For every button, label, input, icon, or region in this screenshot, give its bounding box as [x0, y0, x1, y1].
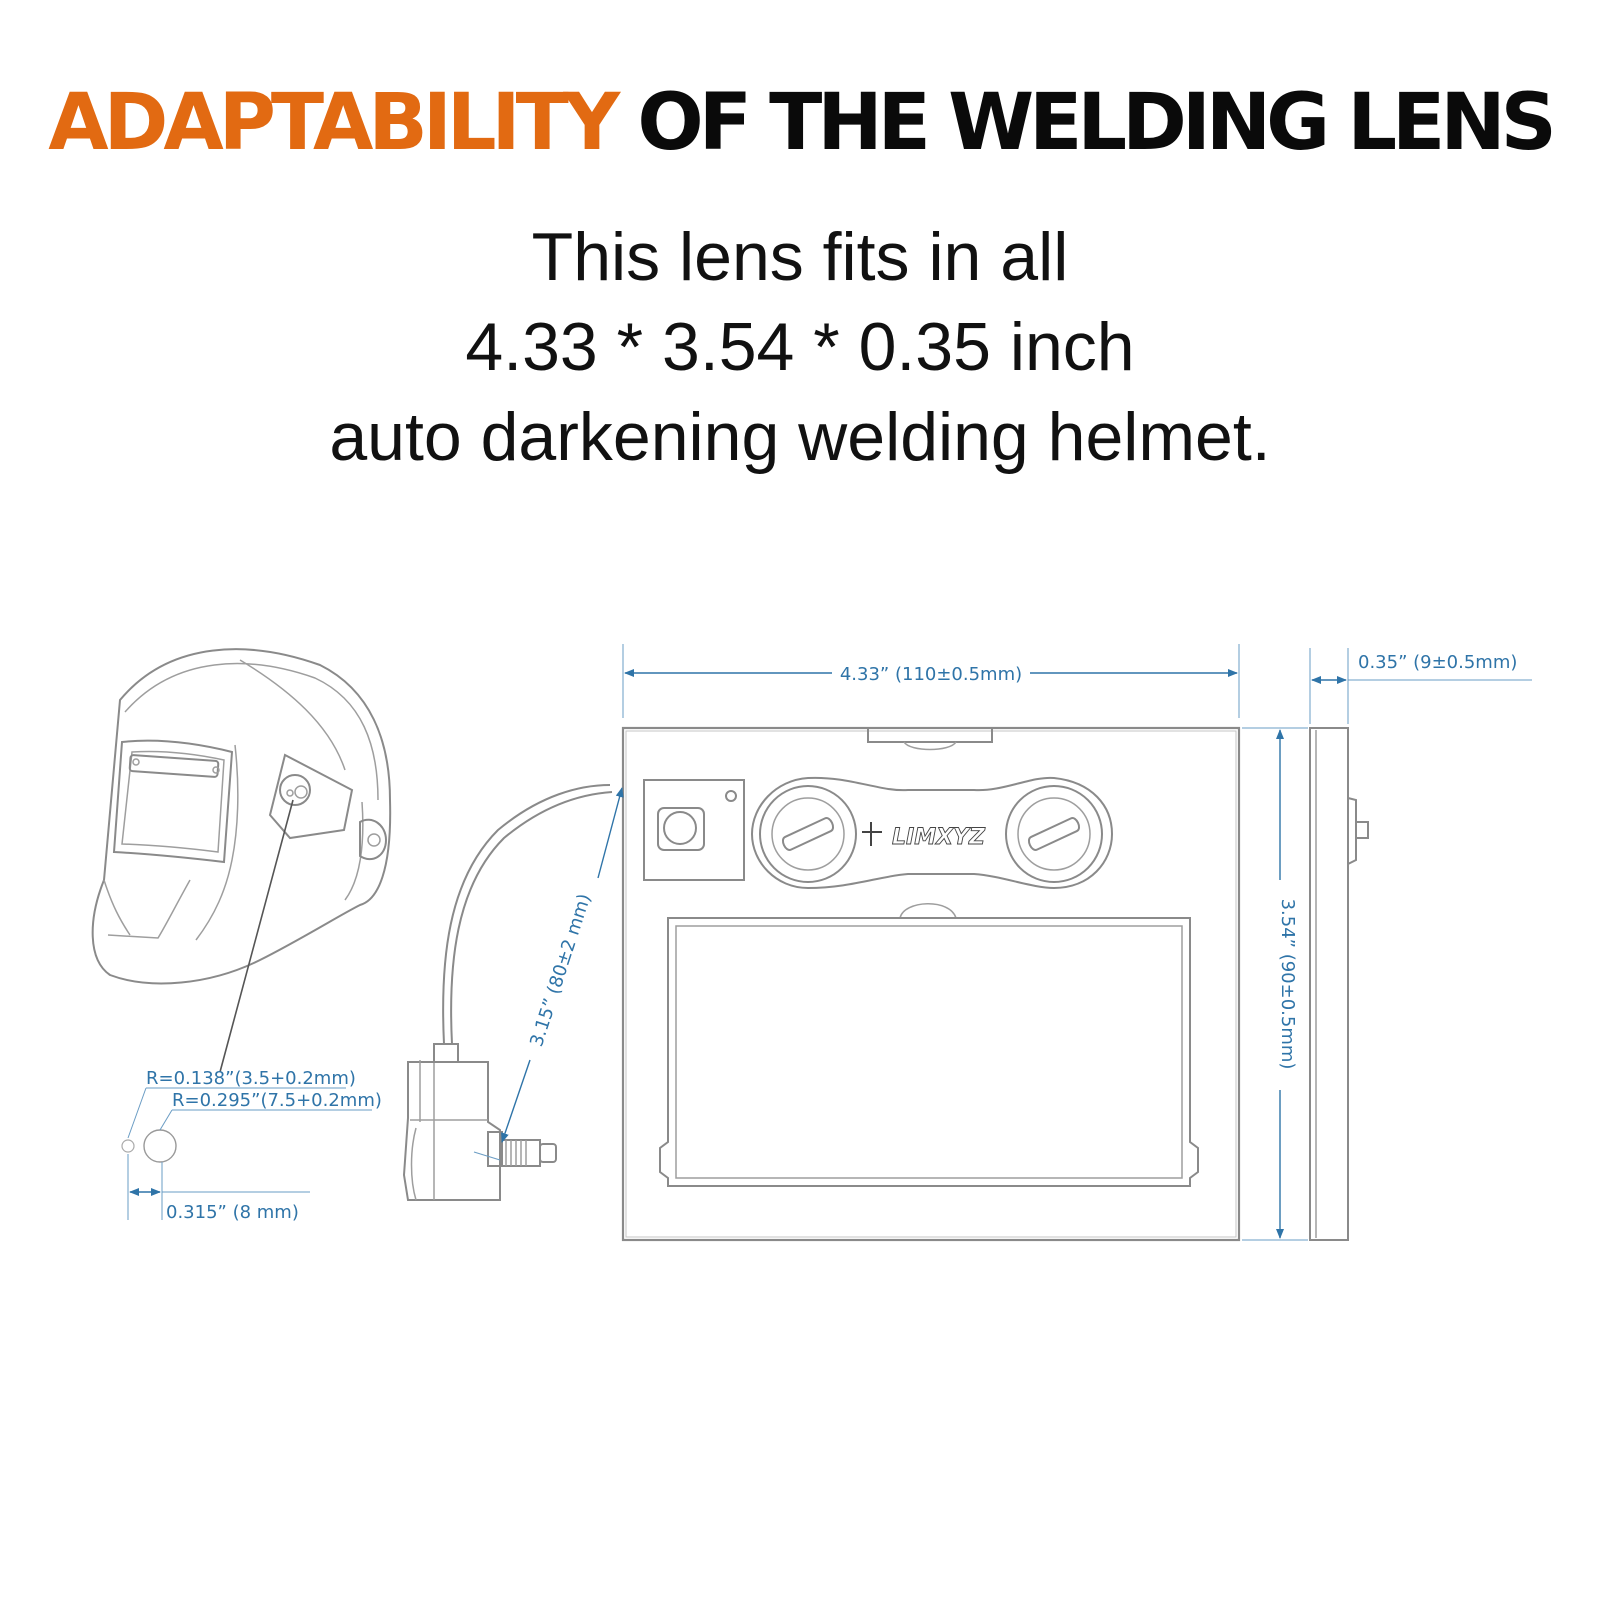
helmet-illustration [91, 648, 392, 1073]
width-label: 4.33” (110±0.5mm) [840, 664, 1022, 685]
lens-side-view [1309, 727, 1369, 1241]
subtitle-line-1: This lens fits in all [531, 219, 1069, 295]
page-title: ADAPTABILITY OF THE WELDING LENS [0, 84, 1600, 162]
spacing-label: 0.315” (8 mm) [166, 1202, 299, 1223]
subtitle-line-3: auto darkening welding helmet. [329, 399, 1271, 475]
brand-logo: LIMXYZ [892, 825, 986, 850]
thickness-label: 0.35” (9±0.5mm) [1358, 652, 1517, 673]
subtitle-line-2: 4.33 * 3.54 * 0.35 inch [465, 309, 1135, 385]
lens-front-view: LIMXYZ [621, 726, 1241, 1242]
hole-detail [121, 1087, 372, 1220]
radius-large-label: R=0.295”(7.5+0.2mm) [172, 1090, 382, 1111]
radius-small-label: R=0.138”(3.5+0.2mm) [146, 1068, 356, 1089]
dimension-lines [473, 644, 1532, 1241]
title-highlight: ADAPTABILITY [48, 78, 620, 168]
title-rest: OF THE WELDING LENS [637, 78, 1556, 168]
cable-length-label: 3.15” (80±2 mm) [526, 891, 595, 1049]
height-label: 3.54” (90±0.5mm) [1277, 899, 1298, 1070]
sensor-plug [402, 784, 613, 1201]
subtitle: This lens fits in all 4.33 * 3.54 * 0.35… [0, 212, 1600, 482]
